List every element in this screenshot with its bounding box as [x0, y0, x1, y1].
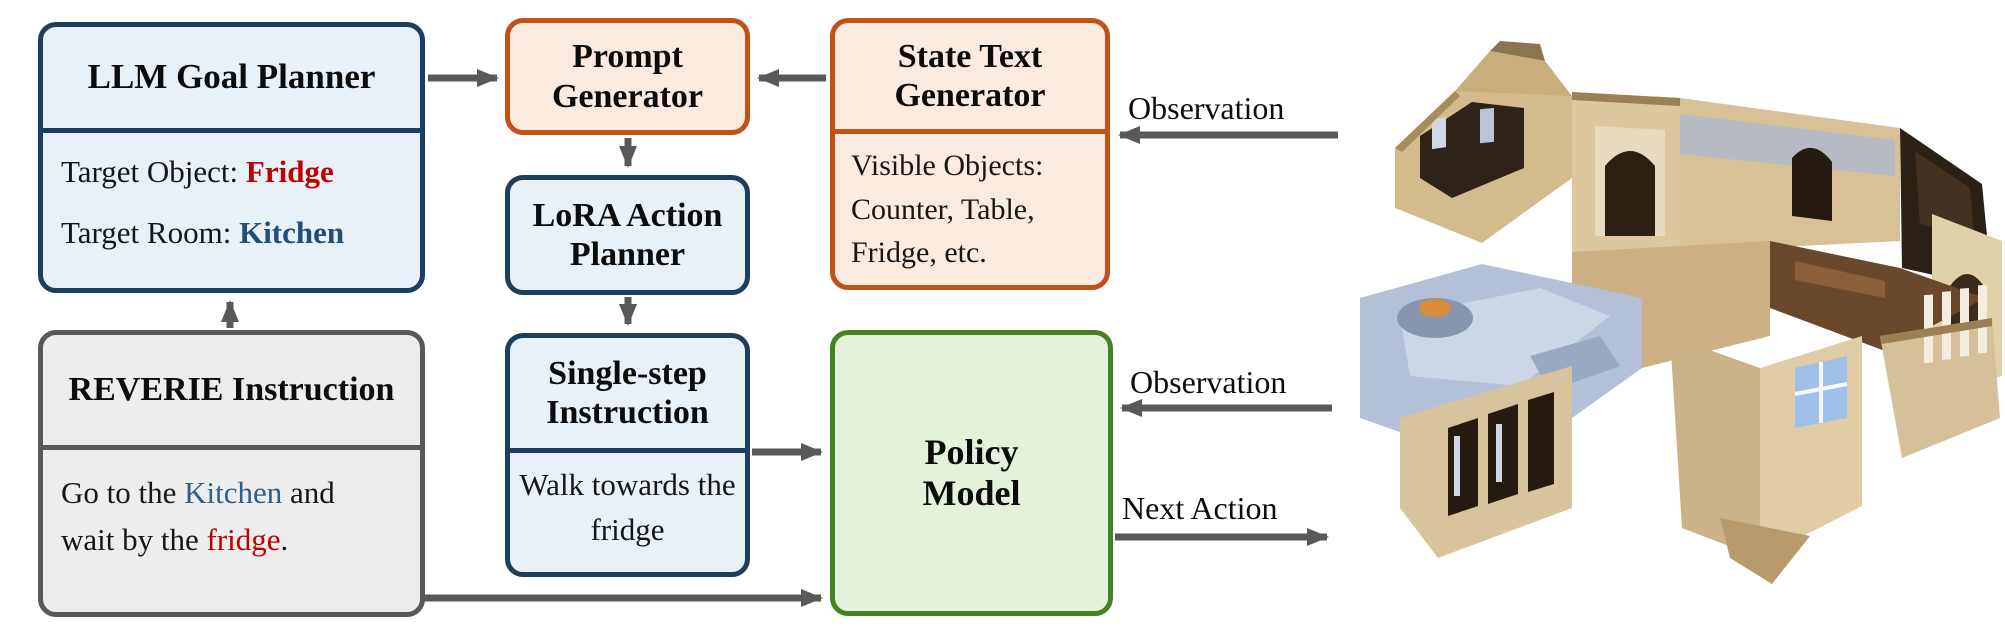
- state-text-generator-header: State Text Generator: [835, 23, 1105, 134]
- target-object-label: Target Object:: [61, 154, 246, 189]
- reverie-line2-post: .: [280, 521, 289, 557]
- state-text-generator-body: Visible Objects: Counter, Table, Fridge,…: [851, 149, 1044, 269]
- reverie-instruction-body: Go to the Kitchen and wait by the fridge…: [43, 450, 420, 563]
- target-room-line: Target Room: Kitchen: [61, 210, 420, 257]
- reverie-line-2: wait by the fridge.: [61, 517, 420, 564]
- reverie-instruction-header: REVERIE Instruction: [43, 335, 420, 450]
- lora-action-planner-title: LoRA Action Planner: [532, 196, 723, 273]
- single-step-instruction-body: Walk towards the fridge: [519, 467, 736, 547]
- llm-goal-planner-title: LLM Goal Planner: [87, 57, 376, 97]
- observation-top-label: Observation: [1128, 90, 1285, 126]
- target-object-line: Target Object: Fridge: [61, 149, 420, 196]
- target-room-value: Kitchen: [239, 214, 345, 250]
- state-text-generator-box: State Text Generator Visible Objects: Co…: [830, 18, 1110, 290]
- reverie-line1-pre: Go to the: [61, 475, 185, 510]
- state-text-generator-title: State Text Generator: [894, 37, 1046, 114]
- llm-goal-planner-header: LLM Goal Planner: [43, 27, 420, 133]
- target-room-label: Target Room:: [61, 214, 240, 250]
- policy-model-title: Policy Model: [922, 431, 1021, 513]
- reverie-room-word: Kitchen: [184, 475, 283, 510]
- single-step-instruction-title: Single-step Instruction: [546, 354, 709, 431]
- prompt-generator-box: Prompt Generator: [505, 18, 750, 135]
- lora-action-planner-box: LoRA Action Planner: [505, 175, 750, 295]
- prompt-generator-title: Prompt Generator: [551, 38, 704, 115]
- llm-goal-planner-body: Target Object: Fridge Target Room: Kitch…: [43, 133, 420, 256]
- reverie-instruction-title: REVERIE Instruction: [68, 371, 395, 409]
- llm-goal-planner-box: LLM Goal Planner Target Object: Fridge T…: [38, 22, 425, 293]
- reverie-line-1: Go to the Kitchen and: [61, 470, 420, 517]
- reverie-object-word: fridge: [206, 521, 281, 557]
- target-object-value: Fridge: [245, 154, 334, 189]
- next-action-label: Next Action: [1122, 490, 1278, 526]
- single-step-instruction-header: Single-step Instruction: [510, 338, 745, 453]
- observation-bottom-label: Observation: [1130, 364, 1287, 400]
- house-dollhouse-image: [1360, 41, 2002, 584]
- policy-model-box: Policy Model: [830, 330, 1113, 616]
- reverie-line1-post: and: [282, 475, 335, 510]
- single-step-instruction-box: Single-step Instruction Walk towards the…: [505, 333, 750, 577]
- reverie-instruction-box: REVERIE Instruction Go to the Kitchen an…: [38, 330, 425, 617]
- reverie-line2-pre: wait by the: [61, 521, 207, 557]
